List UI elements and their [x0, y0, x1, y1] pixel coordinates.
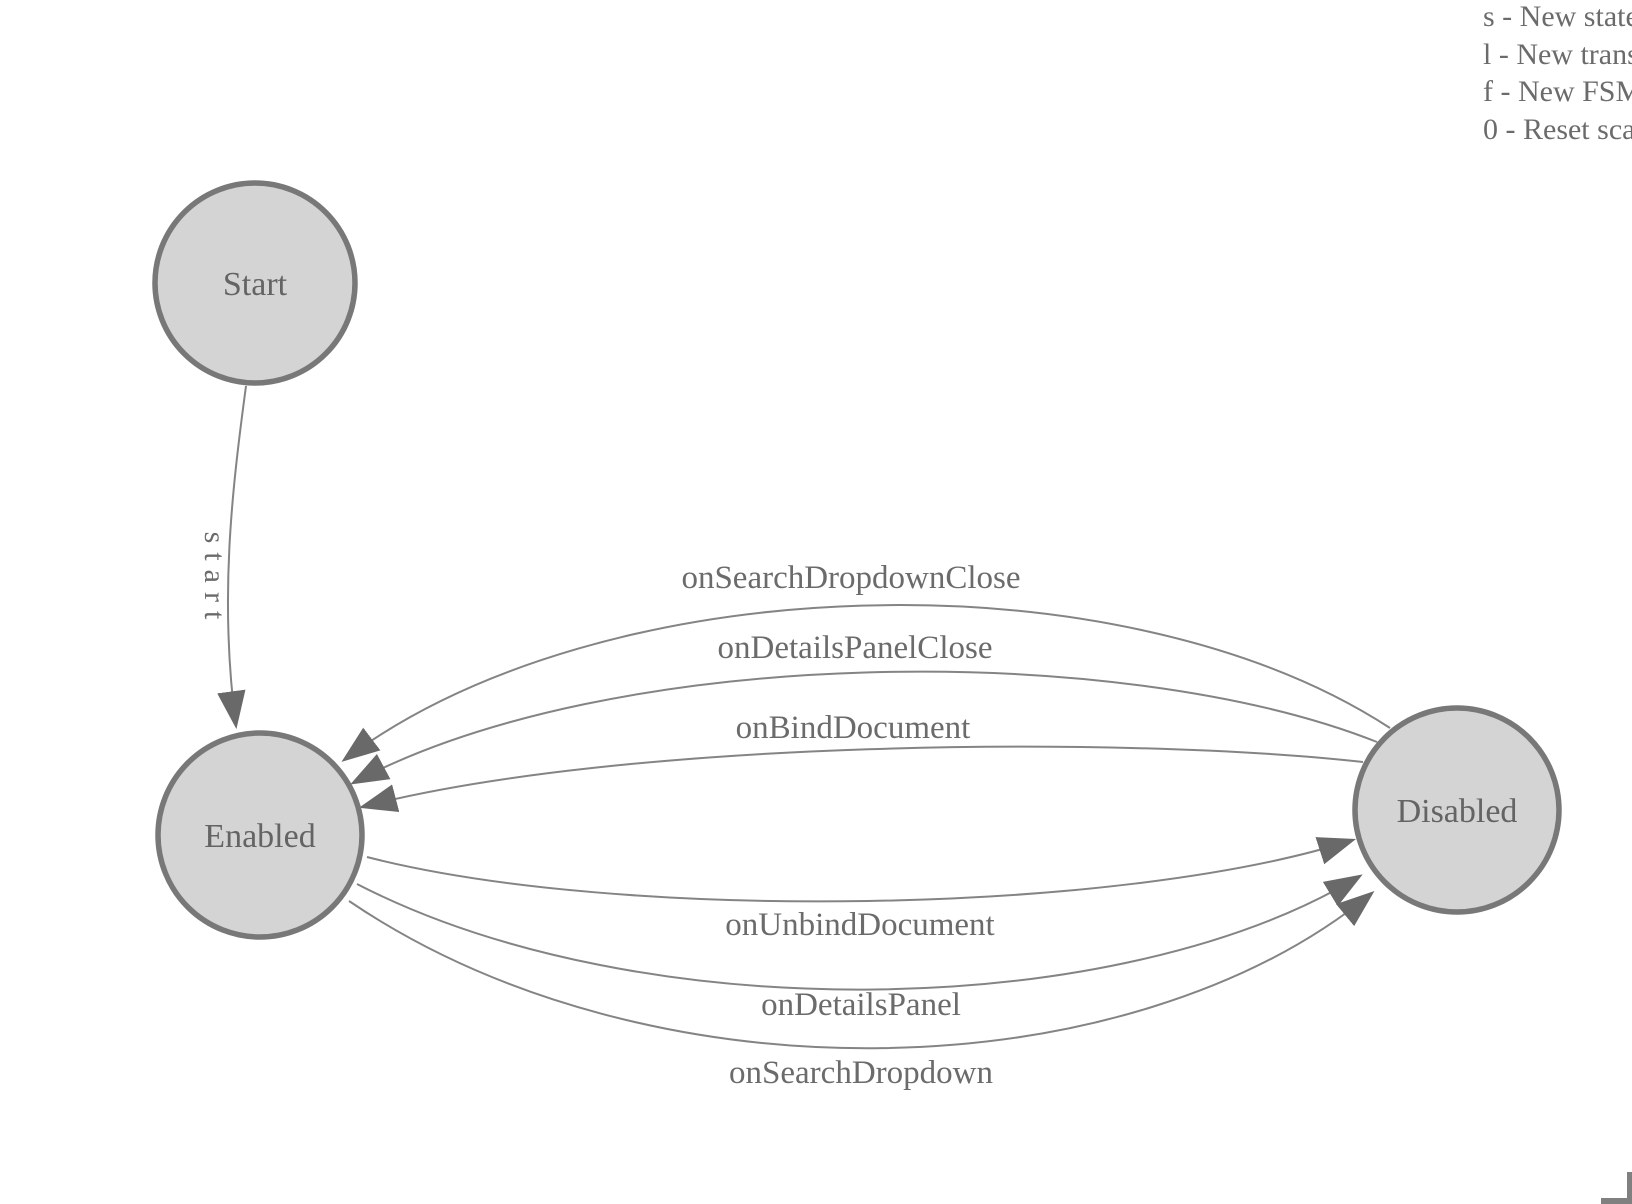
edge-on-unbind-document[interactable]	[366, 837, 1357, 903]
edge-label-on-unbind-document: onUnbindDocument	[725, 907, 994, 943]
legend-line-new-transition: l - New transition	[1483, 38, 1632, 71]
edge-start-to-enabled[interactable]	[217, 385, 247, 730]
legend-line-new-fsm: f - New FSM	[1483, 75, 1632, 108]
enabled-node-circle[interactable]	[155, 730, 365, 940]
enabled-node-label: Enabled	[204, 818, 315, 855]
corner-mark-horizontal-bar	[1601, 1198, 1632, 1204]
corner-mark-vertical-bar	[1627, 1172, 1632, 1204]
edge-label-on-details-panel-close: onDetailsPanelClose	[718, 630, 993, 666]
state-node-disabled[interactable]: Disabled	[1352, 705, 1562, 915]
state-node-enabled[interactable]: Enabled	[155, 730, 365, 940]
start-node-circle[interactable]	[152, 180, 358, 386]
state-node-start[interactable]: Start	[152, 180, 358, 386]
shortcut-legend: s - New state l - New transition f - New…	[1483, 0, 1632, 146]
canvas-corner-mark	[1601, 1172, 1632, 1204]
edge-on-search-dropdown[interactable]	[348, 890, 1375, 1050]
edge-label-on-details-panel: onDetailsPanel	[761, 987, 961, 1023]
edge-label-on-search-dropdown: onSearchDropdown	[729, 1055, 993, 1091]
edge-label-start: start	[198, 532, 231, 629]
edge-on-details-panel-close[interactable]	[350, 670, 1378, 785]
edges: start onSearchDropdownClose onDetailsPan…	[198, 385, 1391, 1091]
legend-line-new-state: s - New state	[1483, 0, 1632, 33]
edge-label-on-search-dropdown-close: onSearchDropdownClose	[681, 560, 1020, 596]
disabled-node-circle[interactable]	[1352, 705, 1562, 915]
legend-line-reset-scale: 0 - Reset scale	[1483, 113, 1632, 146]
edge-on-bind-document[interactable]	[358, 745, 1364, 813]
edge-on-search-dropdown-close[interactable]	[341, 604, 1391, 762]
edge-label-on-bind-document: onBindDocument	[736, 710, 971, 746]
start-node-label: Start	[223, 266, 288, 303]
disabled-node-label: Disabled	[1397, 793, 1518, 830]
edge-on-details-panel[interactable]	[356, 874, 1363, 991]
